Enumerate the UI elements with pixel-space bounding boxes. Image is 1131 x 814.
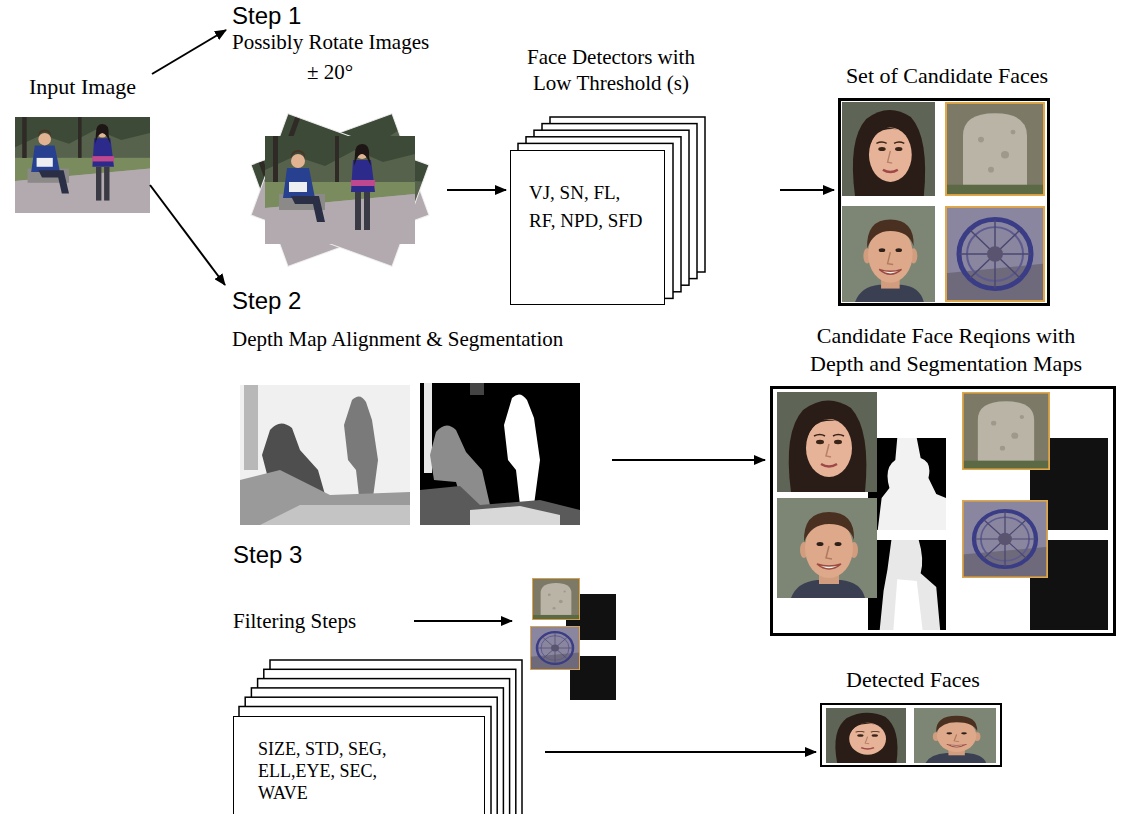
- candidate-thumbnails: [945, 102, 1045, 196]
- detected-thumbnails: [914, 708, 996, 763]
- depth-map: [344, 396, 378, 505]
- rotated-photos: [251, 114, 429, 267]
- rotated-photos: [251, 114, 429, 267]
- candidate-thumbnails: [945, 206, 1045, 302]
- step-label: Step 2: [232, 287, 301, 316]
- detected-thumbnails: [826, 708, 996, 763]
- detector-list: VJ, SN, FL, RF, NPD, SFD: [529, 179, 649, 234]
- angle-label: ± 20°: [280, 60, 380, 85]
- depth-map: [260, 505, 410, 525]
- rotated-photos: [251, 114, 429, 267]
- step-label: Step 3: [233, 541, 302, 570]
- flow-arrow: [152, 30, 226, 74]
- rotated-photos: [251, 114, 429, 267]
- panel-heading: Input Image: [10, 74, 155, 100]
- candidate-region-thumbnails: [962, 392, 1050, 470]
- filter-box: Step 3Filtering StepsSIZE, STD, SEG, ELL…: [233, 716, 485, 814]
- detected-faces-box: Detected Faces: [820, 703, 1002, 767]
- connectors: [150, 30, 834, 752]
- rotated-photos: [251, 114, 429, 267]
- input-image-panel: Input Image: [10, 72, 155, 217]
- candidate-thumbnails: [842, 102, 1045, 302]
- depth-map: [240, 385, 410, 525]
- rotated-photos: [251, 114, 429, 267]
- candidate-regions-box: Candidate Face Reqions with Depth and Se…: [770, 386, 1116, 636]
- rotated-photos: [251, 114, 429, 267]
- candidate-region-thumbnails: [777, 392, 1108, 630]
- box-heading: Face Detectors with Low Threshold (s): [511, 44, 711, 97]
- candidate-faces-box: Set of Candidate Faces: [838, 98, 1050, 306]
- candidate-region-thumbnails: [868, 540, 946, 630]
- depth-map: [240, 385, 410, 525]
- flow-arrow: [545, 751, 816, 753]
- flow-arrow: [780, 189, 834, 191]
- segmentation-map: [470, 506, 560, 525]
- flow-arrow: [447, 189, 506, 191]
- step-label: Step 1: [232, 2, 301, 31]
- candidate-thumbnails: [842, 102, 935, 196]
- candidate-region-thumbnails: [868, 438, 946, 530]
- step-heading: Possibly Rotate Images: [232, 30, 457, 55]
- candidate-thumbnails: [842, 206, 935, 302]
- rejected-thumbnails: [530, 578, 616, 700]
- step-heading: Filtering Steps: [233, 609, 433, 634]
- step-heading: Depth Map Alignment & Segmentation: [232, 327, 592, 352]
- depth-step: Step 2 Depth Map Alignment & Segmentation: [230, 285, 590, 530]
- flow-arrow: [612, 459, 765, 461]
- flow-arrow: [150, 185, 225, 285]
- candidate-region-thumbnails: [777, 392, 877, 492]
- candidate-region-thumbnails: [962, 500, 1048, 578]
- box-heading: Set of Candidate Faces: [811, 63, 1083, 89]
- rotated-photos: [265, 136, 415, 244]
- rotation-step: Step 1Possibly Rotate Images ± 20°: [230, 0, 455, 305]
- detected-thumbnails: [826, 708, 906, 763]
- detector-box: Face Detectors with Low Threshold (s)VJ,…: [510, 150, 665, 305]
- segmentation-map: [470, 383, 484, 395]
- leader-arrow: [414, 620, 512, 622]
- segmentation-map: [420, 383, 580, 525]
- rejected-thumbnails: [530, 626, 580, 670]
- rejected-thumbnails: [532, 578, 580, 620]
- depth-map: [244, 385, 258, 470]
- candidate-region-thumbnails: [777, 498, 877, 598]
- depth-map: [240, 470, 410, 525]
- box-heading: Detected Faces: [788, 667, 1038, 693]
- segmentation-map: [420, 383, 580, 525]
- filter-list: SIZE, STD, SEG, ELL,EYE, SEC, WAVE: [258, 739, 408, 805]
- input-photo: [15, 117, 150, 213]
- segmentation-map: [420, 486, 580, 525]
- segmentation-map: [504, 394, 540, 505]
- box-heading: Candidate Face Reqions with Depth and Se…: [796, 322, 1096, 379]
